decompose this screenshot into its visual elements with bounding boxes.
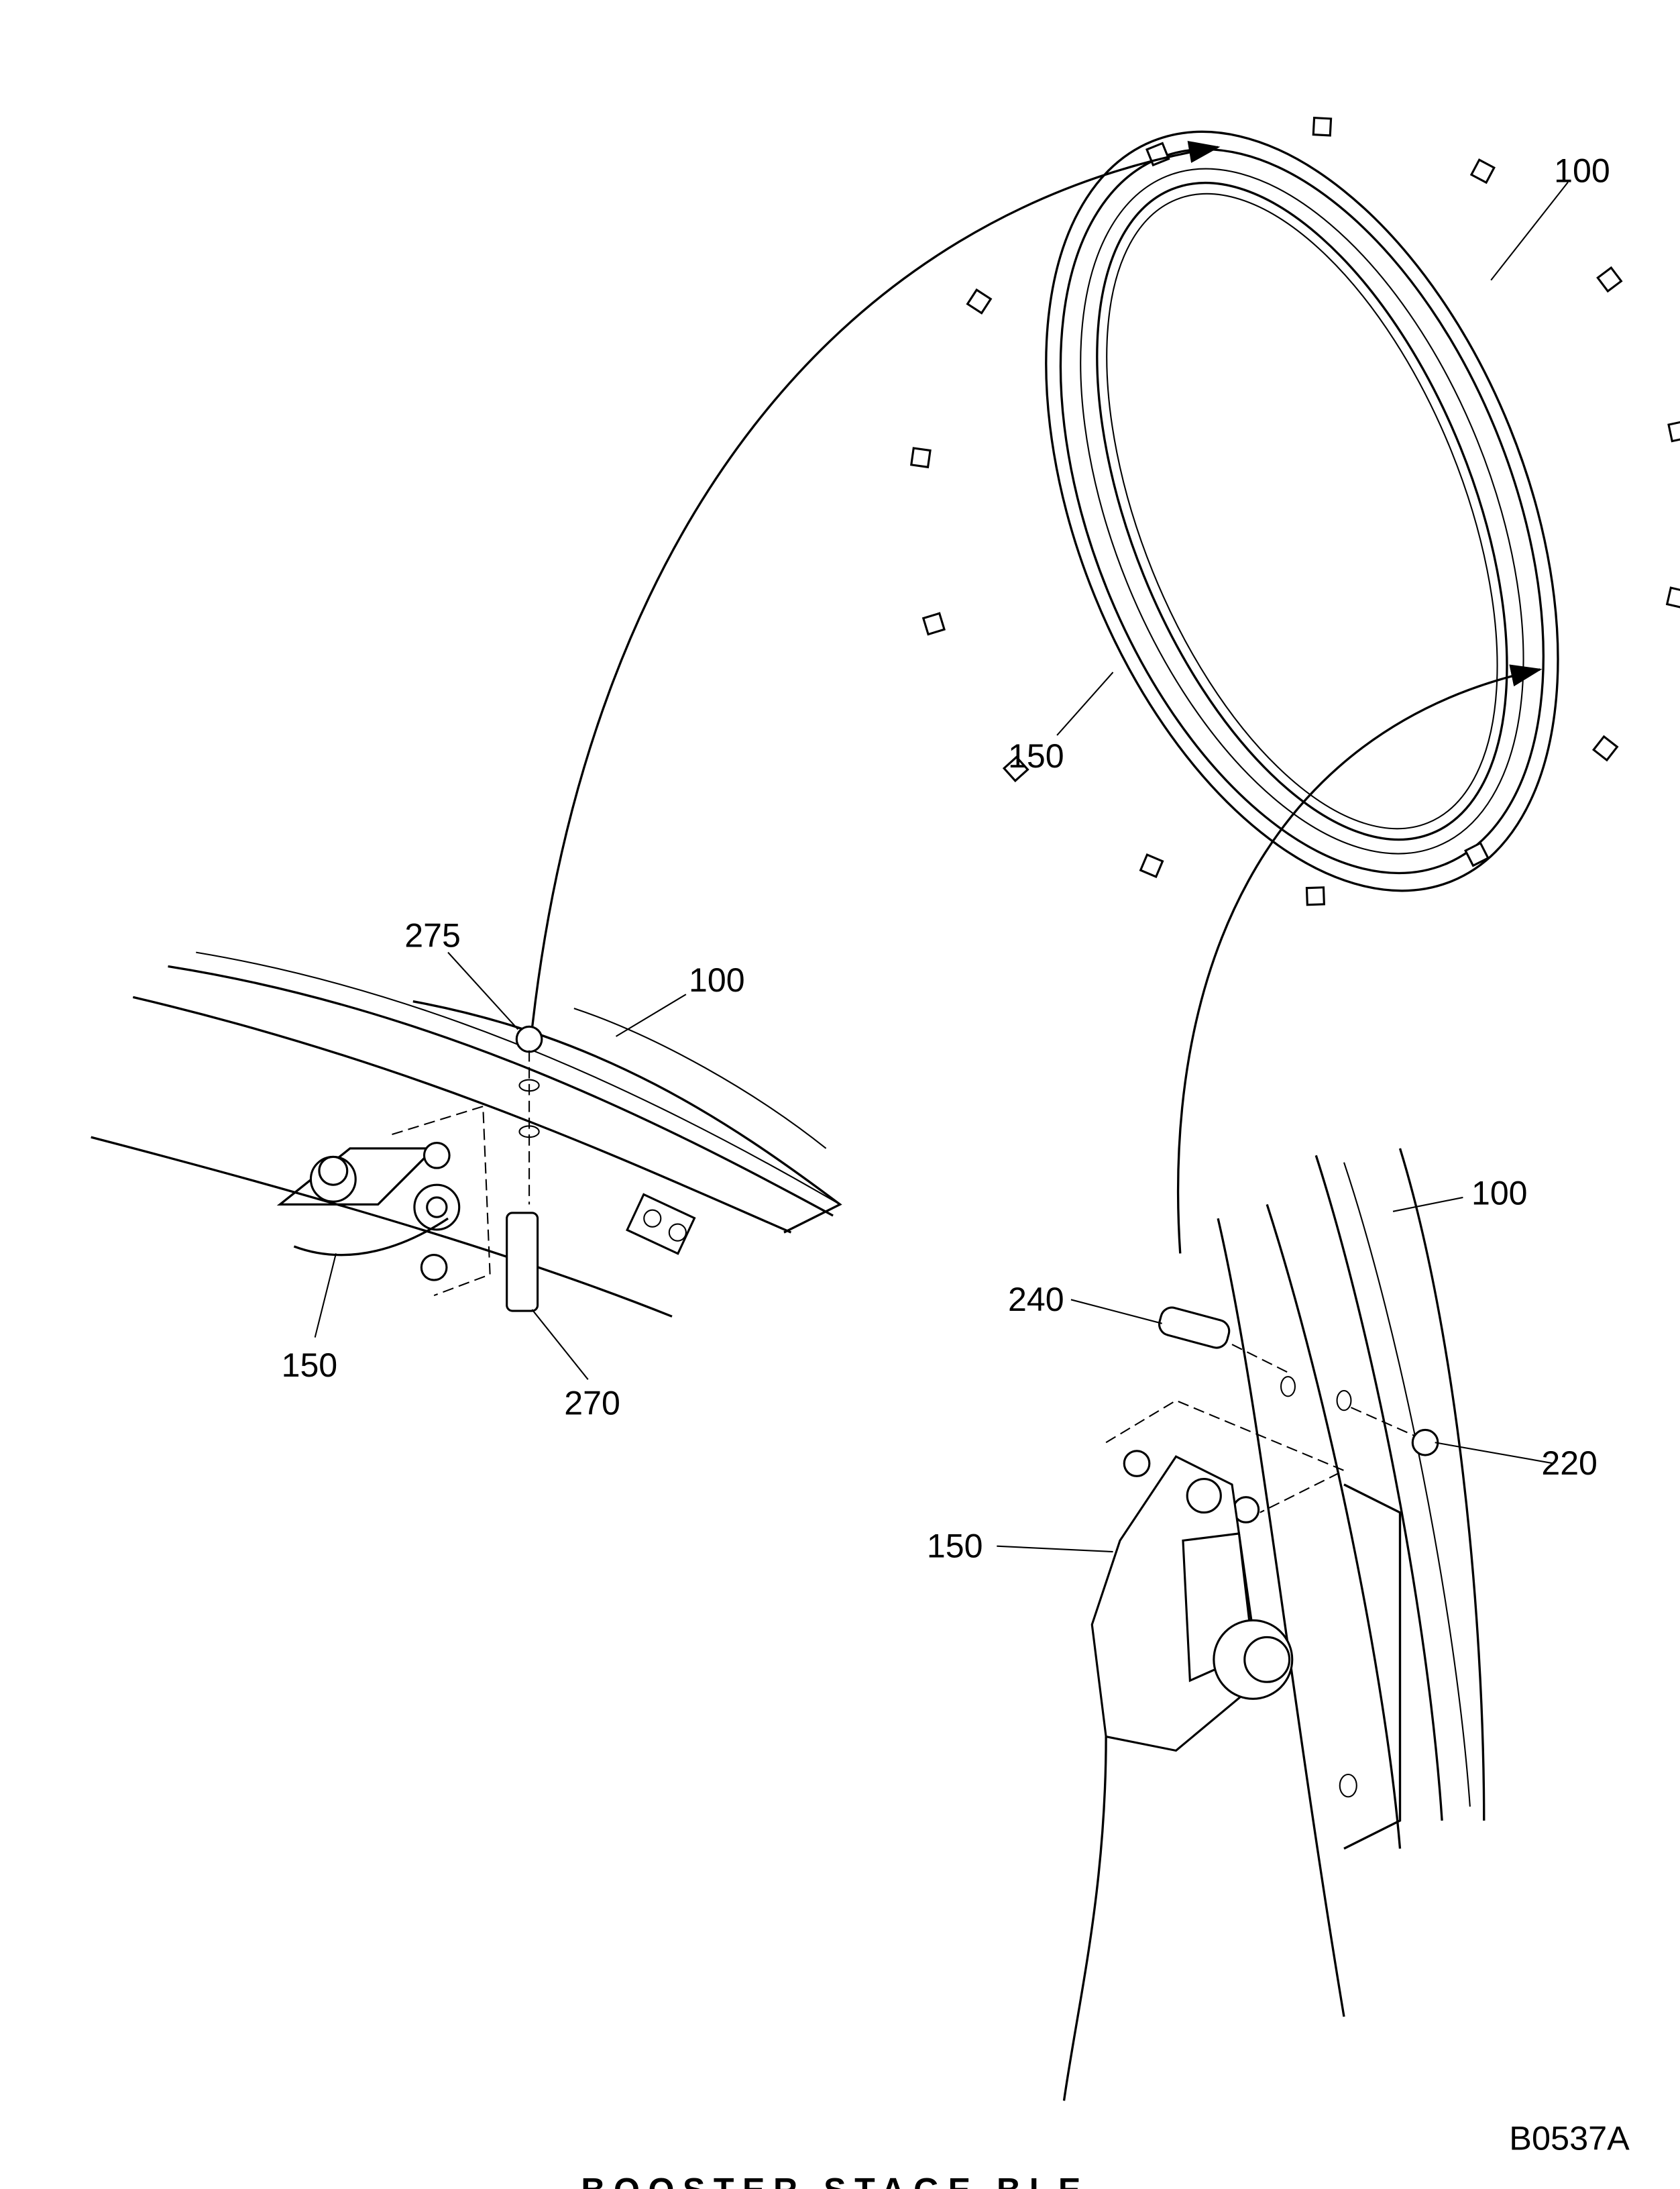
figure-caption-partial: BOOSTER STAGE BLE xyxy=(581,2172,1088,2189)
leader-lines xyxy=(314,181,1569,1553)
callout-240: 240 xyxy=(1008,1281,1064,1318)
callout-100-right: 100 xyxy=(1471,1174,1528,1212)
callout-275: 275 xyxy=(404,916,461,954)
callout-arrow-left xyxy=(530,141,1221,1030)
callout-150-right: 150 xyxy=(927,1527,983,1564)
callout-150-ring: 150 xyxy=(1008,737,1064,775)
figure-id: B0537A xyxy=(1509,2119,1630,2157)
right-detail-view xyxy=(1062,1148,1486,2101)
callout-270: 270 xyxy=(564,1384,620,1422)
left-detail-view xyxy=(91,951,842,1318)
callout-100-ring: 100 xyxy=(1554,152,1610,189)
stator-ring-assembly xyxy=(909,116,1680,906)
callout-100-left: 100 xyxy=(689,961,745,999)
callout-arrow-right xyxy=(1176,664,1543,1254)
ring-bushing-pads xyxy=(909,116,1680,906)
callout-220: 220 xyxy=(1541,1444,1598,1482)
callout-150-left: 150 xyxy=(282,1346,338,1384)
